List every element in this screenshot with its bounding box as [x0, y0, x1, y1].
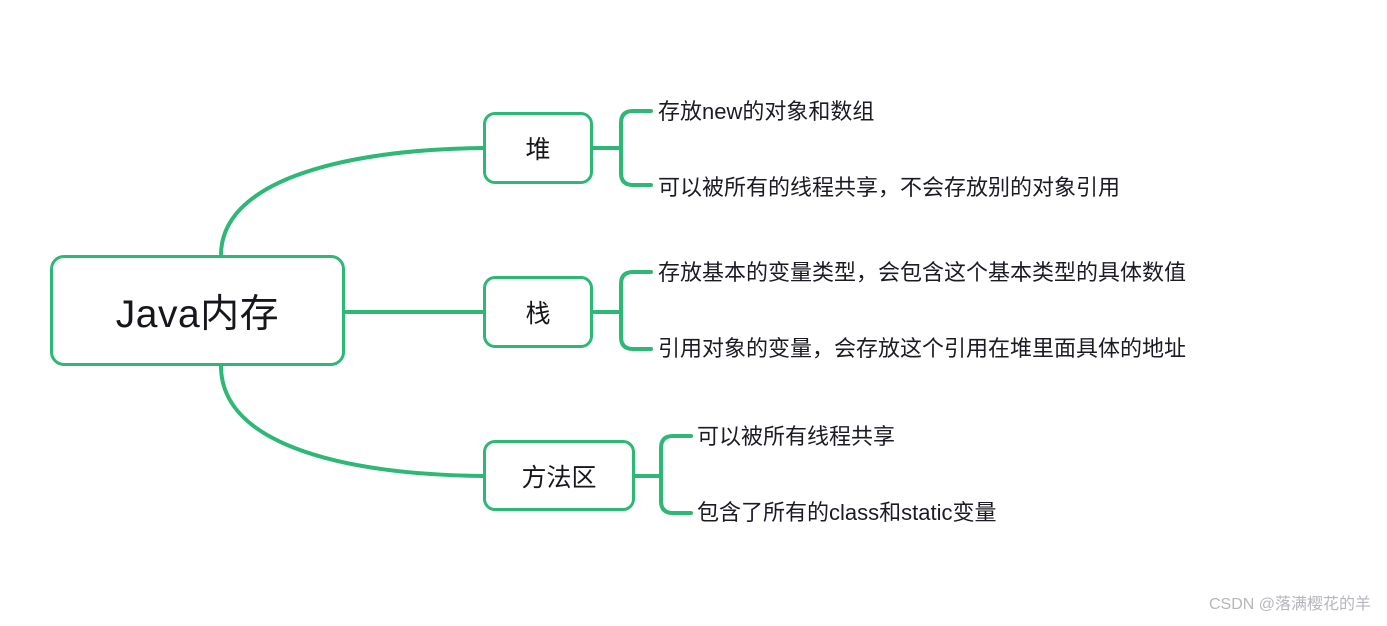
- leaf-stack-2: 引用对象的变量，会存放这个引用在堆里面具体的地址: [658, 336, 1187, 361]
- watermark: CSDN @落满樱花的羊: [1208, 596, 1371, 613]
- branch-node-stack[interactable]: 栈: [483, 276, 593, 348]
- branch-node-method-area-label: 方法区: [521, 463, 597, 492]
- root-node-label: Java内存: [115, 292, 280, 336]
- root-node[interactable]: Java内存: [50, 255, 345, 366]
- leaf-stack-1: 存放基本的变量类型，会包含这个基本类型的具体数值: [658, 260, 1187, 285]
- leaf-heap-1: 存放new的对象和数组: [658, 99, 875, 124]
- leaf-method-area-1: 可以被所有线程共享: [697, 424, 896, 449]
- leaf-method-area-2: 包含了所有的class和static变量: [697, 500, 997, 525]
- bracket-stack: [619, 270, 653, 351]
- leaf-heap-2: 可以被所有的线程共享，不会存放别的对象引用: [658, 175, 1121, 200]
- branch-node-stack-label: 栈: [525, 300, 551, 328]
- connector-root-to-heap: [219, 146, 485, 257]
- branch-node-method-area[interactable]: 方法区: [483, 440, 635, 511]
- branch-node-heap[interactable]: 堆: [483, 112, 593, 184]
- connector-root-to-method-area: [219, 364, 485, 478]
- branch-node-heap-label: 堆: [525, 136, 551, 164]
- bracket-heap: [619, 109, 653, 187]
- bracket-method-area: [659, 434, 693, 515]
